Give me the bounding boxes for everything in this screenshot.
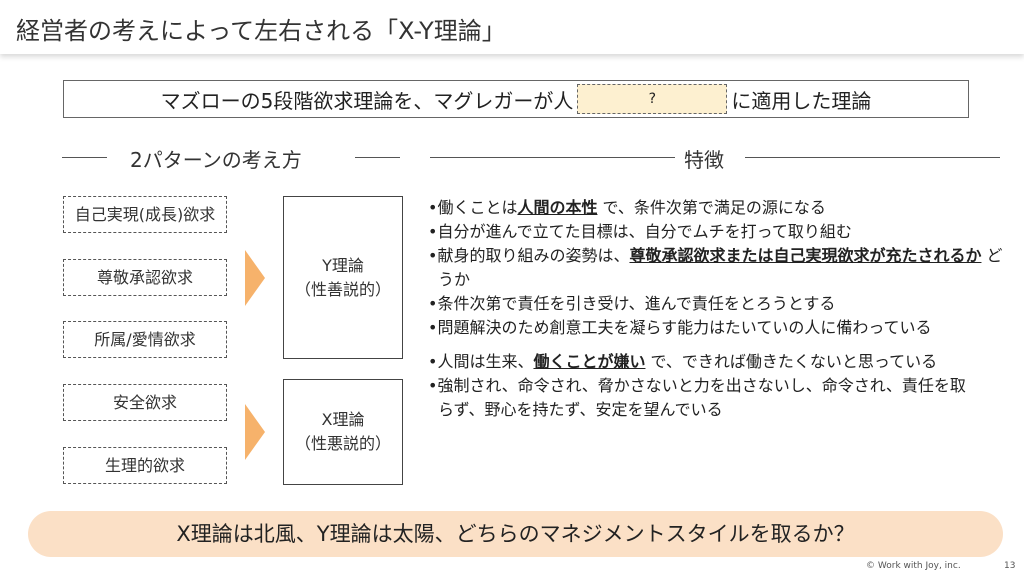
bullet-text: •人間は生来、 bbox=[428, 352, 534, 371]
y-theory-box: Y理論 （性善説的） bbox=[283, 196, 403, 359]
theory-sub: （性悪説的） bbox=[294, 434, 391, 453]
feature-bullet: •自分が進んで立てた目標は、自分でムチを打って取り組む bbox=[428, 220, 1003, 244]
definition-before: マズローの5段階欲求理論を、マグレガーが人 bbox=[160, 88, 574, 113]
x-theory-features: •人間は生来、働くことが嫌い で、できれば働きたくないと思っている•強制され、命… bbox=[428, 350, 973, 422]
bullet-text: で、できれば働きたくないと思っている bbox=[645, 352, 938, 371]
features-column: •働くことは人間の本性 で、条件次第で満足の源になる •自分が進んで立てた目標は、… bbox=[428, 196, 1003, 422]
emphasis-text: 人間の本性 bbox=[517, 198, 598, 217]
emphasis-text: 尊敬承認欲求または自己実現欲求が充たされるか bbox=[629, 246, 982, 265]
feature-bullet: •条件次第で責任を引き受け、進んで責任をとろうとする bbox=[428, 292, 1003, 316]
feature-bullet: •強制され、命令され、脅かさないと力を出さないし、命令され、責任を取らず、野心を… bbox=[428, 374, 973, 422]
divider bbox=[745, 157, 1000, 158]
bullet-text: •自分が進んで立てた目標は、自分でムチを打って取り組む bbox=[428, 222, 852, 241]
bullet-text: どうか bbox=[438, 246, 1003, 289]
patterns-heading: 2パターンの考え方 bbox=[130, 148, 302, 172]
need-safety: 安全欲求 bbox=[63, 384, 227, 421]
divider bbox=[355, 157, 400, 158]
copyright: © Work with Joy, inc. bbox=[866, 561, 961, 571]
theory-name: X理論 bbox=[321, 410, 365, 429]
blank-placeholder[interactable]: ? bbox=[577, 84, 728, 114]
divider bbox=[430, 157, 675, 158]
theory-name: Y理論 bbox=[322, 255, 364, 275]
title-bar: 経営者の考えによって左右される「X-Y理論」 bbox=[0, 0, 1024, 54]
arrow-right-icon bbox=[245, 404, 265, 460]
definition-box: マズローの5段階欲求理論を、マグレガーが人 ? に適用した理論 bbox=[63, 80, 969, 118]
x-theory-box: X理論 （性悪説的） bbox=[283, 379, 403, 485]
bullet-text: •条件次第で責任を引き受け、進んで責任をとろうとする bbox=[428, 294, 836, 313]
feature-bullet: •問題解決のため創意工夫を凝らす能力はたいていの人に備わっている bbox=[428, 316, 1003, 340]
bullet-text: •問題解決のため創意工夫を凝らす能力はたいていの人に備わっている bbox=[428, 318, 932, 337]
features-heading: 特徴 bbox=[684, 148, 724, 172]
page-number: 13 bbox=[1004, 561, 1016, 571]
feature-bullet: •働くことは人間の本性 で、条件次第で満足の源になる bbox=[428, 196, 1003, 220]
need-esteem: 尊敬承認欲求 bbox=[63, 259, 227, 296]
feature-bullet: •人間は生来、働くことが嫌い で、できれば働きたくないと思っている bbox=[428, 350, 973, 374]
definition-after: に適用した理論 bbox=[731, 88, 872, 113]
question-banner: X理論は北風、Y理論は太陽、どちらのマネジメントスタイルを取るか？ bbox=[28, 511, 1003, 557]
need-belonging: 所属/愛情欲求 bbox=[63, 321, 227, 358]
divider bbox=[62, 157, 107, 158]
y-theory-features: •働くことは人間の本性 で、条件次第で満足の源になる •自分が進んで立てた目標は、… bbox=[428, 196, 1003, 340]
bullet-text: •献身的取り組みの姿勢は、 bbox=[428, 246, 630, 265]
need-physiological: 生理的欲求 bbox=[63, 447, 227, 484]
slide-title: 経営者の考えによって左右される「X-Y理論」 bbox=[16, 17, 506, 45]
arrow-right-icon bbox=[245, 250, 265, 306]
need-self-actualization: 自己実現(成長)欲求 bbox=[63, 196, 227, 233]
feature-bullet: •献身的取り組みの姿勢は、尊敬承認欲求または自己実現欲求が充たされるか どうか bbox=[428, 244, 1003, 292]
theory-sub: （性善説的） bbox=[294, 279, 391, 299]
bullet-text: で、条件次第で満足の源になる bbox=[597, 198, 826, 217]
bullet-text: •働くことは bbox=[428, 198, 518, 217]
bullet-text: •強制され、命令され、脅かさないと力を出さないし、命令され、責任を取らず、野心を… bbox=[428, 376, 966, 419]
emphasis-text: 働くことが嫌い bbox=[533, 352, 646, 371]
